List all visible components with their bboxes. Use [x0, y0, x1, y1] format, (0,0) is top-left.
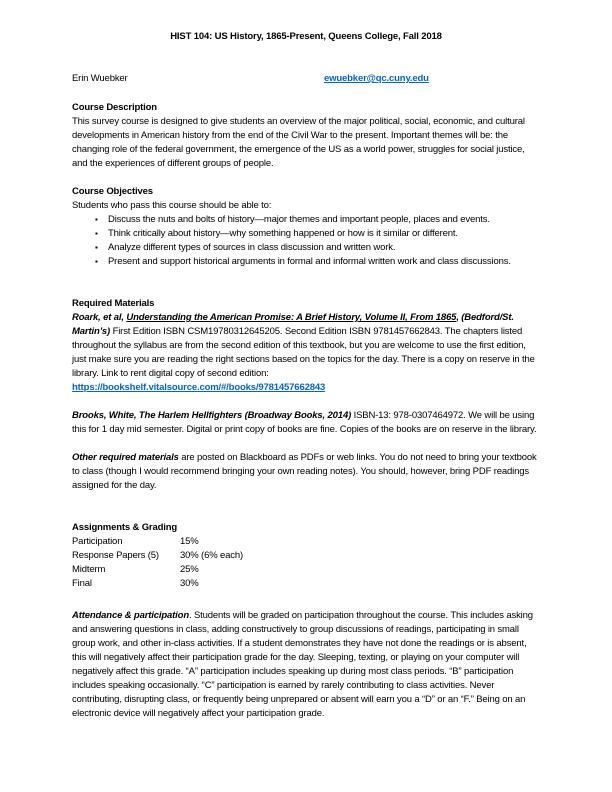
- document-title: HIST 104: US History, 1865-Present, Quee…: [170, 31, 442, 42]
- grading-heading: Assignments & Grading: [72, 522, 178, 533]
- section-grading: Assignments & Grading Participation 15% Re…: [72, 521, 540, 591]
- grade-item-label: Participation: [72, 536, 123, 547]
- grade-item-label: Final: [72, 578, 92, 589]
- grade-item-label: Midterm: [72, 564, 106, 575]
- instructor-name: Erin Wuebker: [72, 73, 128, 84]
- grade-item-value: 25%: [180, 564, 199, 575]
- objective-item: Discuss the nuts and bolts of history—ma…: [95, 213, 540, 227]
- other-materials-paragraph: Other required materials are posted on B…: [72, 451, 540, 493]
- section-course-objectives: Course Objectives Students who pass this…: [72, 185, 540, 269]
- text-segment: are posted on Blackboard as PDFs or web …: [72, 452, 537, 491]
- grading-row: Response Papers (5) 30% (6% each): [72, 549, 540, 563]
- grading-table: Participation 15% Response Papers (5) 30% (…: [72, 535, 540, 591]
- objective-item: Analyze different types of sources in cl…: [95, 241, 540, 255]
- text-segment: Brooks, White, The Harlem Hellfighters (…: [72, 410, 352, 421]
- required-materials-heading: Required Materials: [72, 298, 155, 309]
- textbook1-paragraph: Roark, et al, Understanding the American…: [72, 311, 540, 381]
- attendance-paragraph: Attendance & participation. Students wil…: [72, 609, 540, 721]
- course-description-body: This survey course is designed to give s…: [72, 116, 525, 169]
- course-objectives-heading: Course Objectives: [72, 186, 153, 197]
- objective-item: Think critically about history—why somet…: [95, 227, 540, 241]
- grade-item-label: Response Papers (5): [72, 550, 159, 561]
- grade-item-value: 30%: [180, 578, 199, 589]
- section-course-description: Course Description This survey course is…: [72, 101, 540, 171]
- course-objectives-intro: Students who pass this course should be …: [72, 200, 272, 211]
- text-segment: . Students will be graded on participati…: [72, 610, 533, 719]
- grade-item-value: 15%: [180, 536, 199, 547]
- grading-row: Participation 15%: [72, 535, 540, 549]
- text-segment: Roark, et al,: [72, 312, 127, 323]
- text-segment: ISBN-13: 978-0307464972. We will be usin…: [72, 410, 537, 435]
- textbook2-paragraph: Brooks, White, The Harlem Hellfighters (…: [72, 409, 540, 437]
- section-required-materials: Required Materials Roark, et al, Underst…: [72, 297, 540, 493]
- grade-item-value: 30% (6% each): [180, 550, 244, 561]
- course-description-heading: Course Description: [72, 102, 157, 113]
- text-segment: Understanding the American Promise: A Br…: [126, 312, 457, 323]
- course-objectives-list: Discuss the nuts and bolts of history—ma…: [72, 213, 540, 269]
- text-segment: First Edition ISBN CSM19780312645205. Se…: [72, 326, 535, 379]
- email-link[interactable]: ewuebker@qc.cuny.edu: [324, 73, 429, 84]
- grading-row: Midterm 25%: [72, 563, 540, 577]
- text-segment: , (Bedford/St. Martin’s): [72, 312, 514, 337]
- text-segment: Other required materials: [72, 452, 179, 463]
- objective-item: Present and support historical arguments…: [95, 255, 540, 269]
- rental-link[interactable]: https://bookshelf.vitalsource.com/#/book…: [72, 382, 326, 393]
- grading-row: Final 30%: [72, 577, 540, 591]
- text-segment: Attendance & participation: [72, 610, 189, 621]
- contact-row: Erin Wuebker ewuebker@qc.cuny.edu: [72, 72, 540, 86]
